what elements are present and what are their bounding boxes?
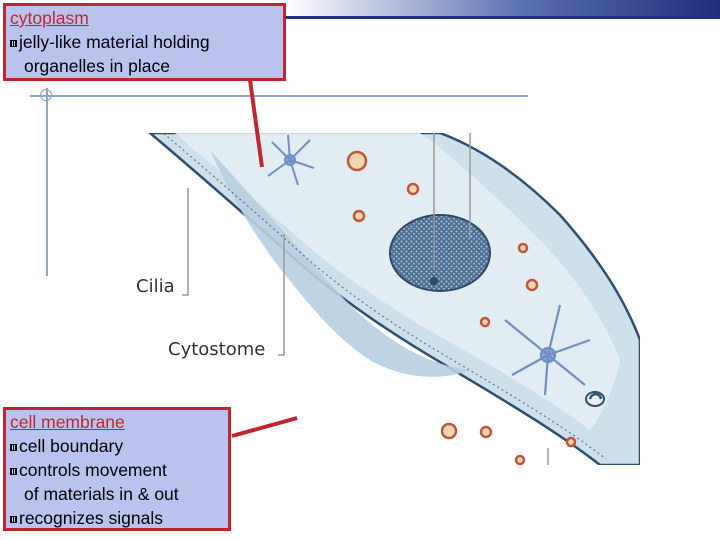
- cytoplasm-callout: cytoplasm jelly-like material holding or…: [3, 3, 286, 81]
- membrane-bullet-3: recognizes signals: [10, 506, 224, 530]
- membrane-bullet-2: controls movement: [10, 458, 224, 482]
- contractile-vacuole-bottom: [504, 304, 591, 396]
- membrane-line-3: of materials in & out: [24, 484, 179, 504]
- bullet-icon: [10, 516, 17, 523]
- cytoplasm-line-1: jelly-like material holding: [19, 32, 210, 52]
- cytoplasm-title: cytoplasm: [10, 8, 89, 28]
- micronucleus: [430, 277, 438, 285]
- cell-membrane-pointer: [231, 416, 298, 438]
- macronucleus: [389, 214, 491, 292]
- cilia-label: Cilia: [136, 276, 175, 297]
- oral-groove: [210, 150, 470, 377]
- bullet-icon: [10, 40, 17, 47]
- cytostome-label: Cytostome: [168, 339, 266, 360]
- contractile-vacuole-top: [267, 134, 315, 186]
- leader-lines: [182, 133, 549, 465]
- cell-membrane-edge: [162, 133, 607, 460]
- horizontal-guide-rule: [30, 95, 528, 97]
- membrane-line-1: cell boundary: [19, 436, 124, 456]
- cytoplasm-pointer: [248, 79, 264, 168]
- cell-inner-cytoplasm: [175, 133, 620, 430]
- membrane-line-2: controls movement: [19, 460, 167, 480]
- vertical-guide-rule: [46, 88, 48, 276]
- bullet-icon: [10, 468, 17, 475]
- cytoplasm-line-2: organelles in place: [24, 56, 170, 76]
- slide-title-bar: [285, 0, 720, 16]
- bullet-icon: [10, 444, 17, 451]
- membrane-line-4: recognizes signals: [19, 508, 163, 528]
- cell-membrane-title: cell membrane: [10, 412, 125, 432]
- cell-membrane-callout: cell membrane cell boundary controls mov…: [3, 407, 231, 531]
- crosshair-icon: [40, 89, 52, 101]
- cytoplasm-bullet-1: jelly-like material holding: [10, 30, 279, 54]
- membrane-bullet-1: cell boundary: [10, 434, 224, 458]
- membrane-bullet-2-continued: of materials in & out: [10, 482, 224, 506]
- food-vacuoles: [346, 150, 577, 465]
- cytoplasm-bullet-1-continued: organelles in place: [10, 54, 279, 78]
- slide-title-bar-underline: [285, 16, 720, 19]
